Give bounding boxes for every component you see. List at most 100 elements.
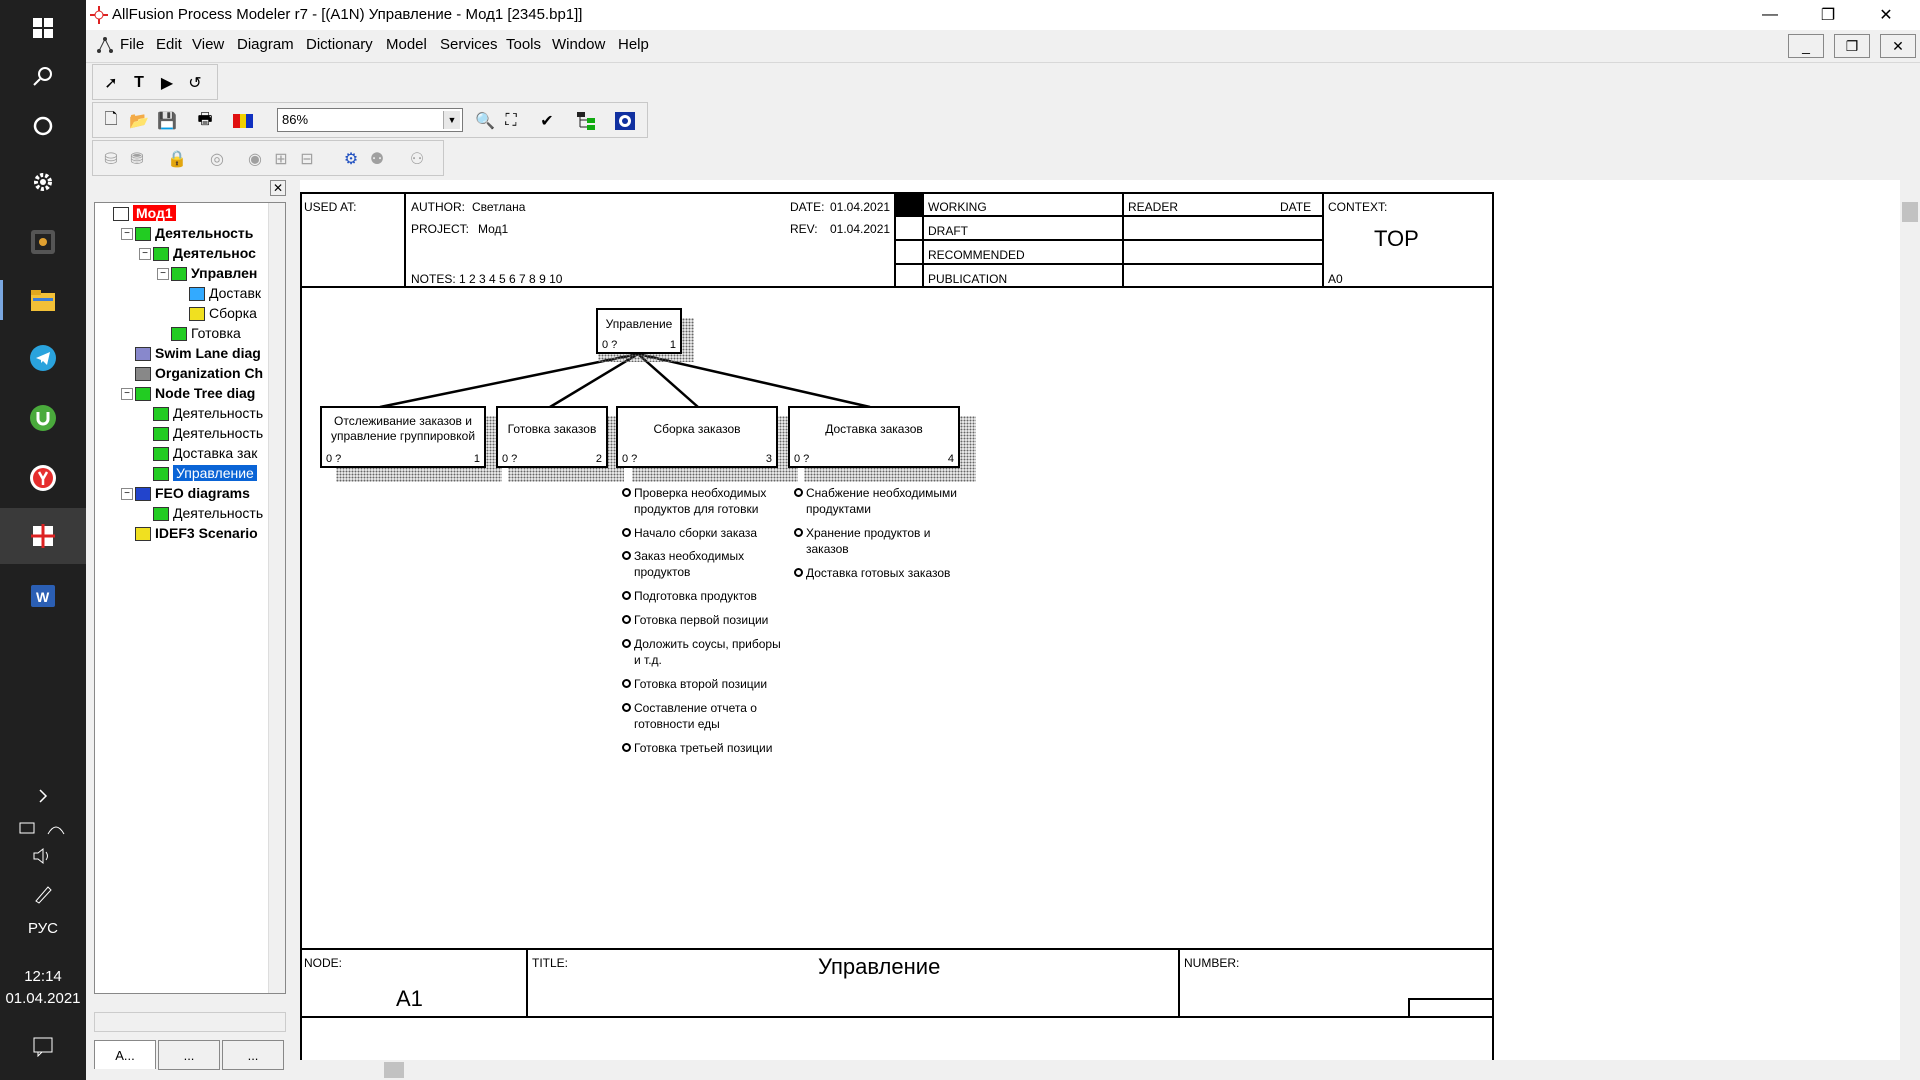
mm-library-button[interactable]: ⚙ (337, 145, 365, 173)
mm-connect-button[interactable]: ⛁ (97, 145, 125, 173)
clock-date[interactable]: 01.04.2021 (5, 990, 81, 1007)
app-button-yandex[interactable] (0, 450, 86, 506)
tree-node[interactable]: Сборка (189, 303, 257, 323)
tree-node[interactable]: Готовка (171, 323, 241, 343)
node-box-4[interactable]: Доставка заказов 0 ? 4 (788, 406, 960, 468)
app-button-utorrent[interactable] (0, 390, 86, 446)
mdi-close-button[interactable]: ✕ (1880, 34, 1916, 58)
collapse-toggle[interactable]: − (121, 488, 133, 500)
tree-node[interactable]: Swim Lane diag (135, 343, 261, 363)
menu-window[interactable]: Window (552, 36, 606, 53)
tree-node[interactable]: Деятельность (135, 223, 253, 243)
mm-users-button[interactable]: ⚉ (363, 145, 391, 173)
tree-node[interactable]: Доставк (189, 283, 261, 303)
node-box-root[interactable]: Управление 0 ? 1 (596, 308, 682, 354)
mm-save-button[interactable]: ◉ (241, 145, 269, 173)
mm-lock-button[interactable]: 🔒 (163, 145, 191, 173)
go-to-parent-button[interactable]: ↺ (181, 69, 209, 97)
app-button-process-modeler[interactable] (0, 508, 86, 564)
collapse-toggle[interactable]: − (157, 268, 169, 280)
tree-node[interactable]: IDEF3 Scenario (135, 523, 258, 543)
tree-horizontal-scrollbar[interactable] (94, 1012, 286, 1032)
node-box-1[interactable]: Отслеживание заказов и управление группи… (320, 406, 486, 468)
minimize-button[interactable]: — (1762, 6, 1778, 23)
mdi-minimize-button[interactable]: _ (1788, 34, 1824, 58)
tree-node[interactable]: Organization Ch (135, 363, 263, 383)
model-mart-button[interactable] (611, 107, 639, 135)
menu-services[interactable]: Services (440, 36, 498, 53)
zoom-fit-button[interactable]: ⛶ (497, 107, 525, 135)
document-icon[interactable] (96, 36, 114, 54)
notifications-button[interactable] (0, 1018, 86, 1074)
zoom-in-button[interactable]: 🔍 (471, 107, 499, 135)
tree-node[interactable]: Деятельность (153, 403, 263, 423)
close-button[interactable]: ✕ (1879, 7, 1893, 24)
app-button-word[interactable]: W (0, 568, 86, 624)
menu-dictionary[interactable]: Dictionary (306, 36, 373, 53)
tab-diagrams[interactable]: ... (158, 1040, 220, 1070)
save-button[interactable]: 💾 (153, 107, 181, 135)
new-button[interactable]: 🗋 (97, 107, 125, 135)
explorer-close-button[interactable]: ✕ (270, 180, 286, 196)
clock-time[interactable]: 12:14 (24, 968, 62, 985)
collapse-toggle[interactable]: − (121, 388, 133, 400)
start-button[interactable] (0, 0, 86, 56)
app-button-media[interactable] (0, 214, 86, 270)
tree-node[interactable]: Мод1 (113, 203, 176, 223)
tree-node[interactable]: Деятельность (153, 423, 263, 443)
mm-security-button[interactable]: ⚇ (403, 145, 431, 173)
tree-node[interactable]: Деятельность (153, 503, 263, 523)
restore-button[interactable]: ❐ (1820, 7, 1836, 24)
app-button-telegram[interactable] (0, 330, 86, 386)
menu-help[interactable]: Help (618, 36, 649, 53)
open-button[interactable]: 📂 (125, 107, 153, 135)
color-button[interactable] (229, 107, 257, 135)
cortana-button[interactable] (0, 98, 86, 154)
menu-model[interactable]: Model (386, 36, 427, 53)
tree-node[interactable]: Управлен (171, 263, 257, 283)
tab-objects[interactable]: ... (222, 1040, 284, 1070)
settings-button[interactable] (0, 154, 86, 210)
print-button[interactable]: 🖶 (191, 107, 219, 135)
node-box-2[interactable]: Готовка заказов 0 ? 2 (496, 406, 608, 468)
go-to-child-button[interactable]: ▶ (153, 69, 181, 97)
menu-tools[interactable]: Tools (506, 36, 542, 53)
scroll-thumb[interactable] (384, 1062, 404, 1078)
chevron-down-icon[interactable]: ▼ (443, 111, 460, 129)
diagram-canvas[interactable]: USED AT: AUTHOR: Светлана PROJECT: Мод1 … (300, 180, 1900, 1060)
search-button[interactable] (0, 48, 86, 104)
tab-activities[interactable]: A... (94, 1040, 156, 1069)
tree-node[interactable]: Управление (153, 463, 257, 483)
tree-node[interactable]: Доставка зак (153, 443, 257, 463)
mdi-restore-button[interactable]: ❐ (1834, 34, 1870, 58)
canvas-horizontal-scrollbar[interactable] (300, 1060, 1920, 1080)
tree-node[interactable]: Node Tree diag (135, 383, 255, 403)
tree-node[interactable]: FEO diagrams (135, 483, 250, 503)
app-button-explorer[interactable] (0, 272, 86, 328)
tree-vertical-scrollbar[interactable] (268, 203, 285, 993)
mm-open-button[interactable]: ◎ (203, 145, 231, 173)
zoom-select[interactable]: 86% ▼ (277, 108, 463, 132)
mm-compare-button[interactable]: ⊟ (293, 145, 321, 173)
menu-file[interactable]: File (120, 36, 145, 53)
show-hidden-icons-button[interactable] (0, 768, 86, 824)
menu-diagram[interactable]: Diagram (237, 36, 294, 53)
spell-check-button[interactable]: ✔ (533, 107, 561, 135)
pointer-tool-button[interactable]: ➚ (97, 69, 125, 97)
tree-node[interactable]: Деятельнос (153, 243, 256, 263)
menu-view[interactable]: View (192, 36, 225, 53)
input-language[interactable]: РУС (27, 920, 59, 937)
scroll-thumb[interactable] (1902, 202, 1918, 222)
collapse-toggle[interactable]: − (139, 248, 151, 260)
collapse-toggle[interactable]: − (121, 228, 133, 240)
canvas-vertical-scrollbar[interactable] (1900, 180, 1920, 1060)
mm-disconnect-button[interactable]: ⛃ (123, 145, 151, 173)
mm-merge-button[interactable]: ⊞ (267, 145, 295, 173)
node-box-3[interactable]: Сборка заказов 0 ? 3 (616, 406, 778, 468)
volume-button[interactable] (0, 828, 86, 884)
text-tool-button[interactable]: T (125, 69, 153, 97)
tray-icons[interactable] (0, 800, 86, 856)
pen-button[interactable] (0, 866, 86, 922)
model-explorer-button[interactable] (573, 107, 601, 135)
menu-edit[interactable]: Edit (156, 36, 182, 53)
